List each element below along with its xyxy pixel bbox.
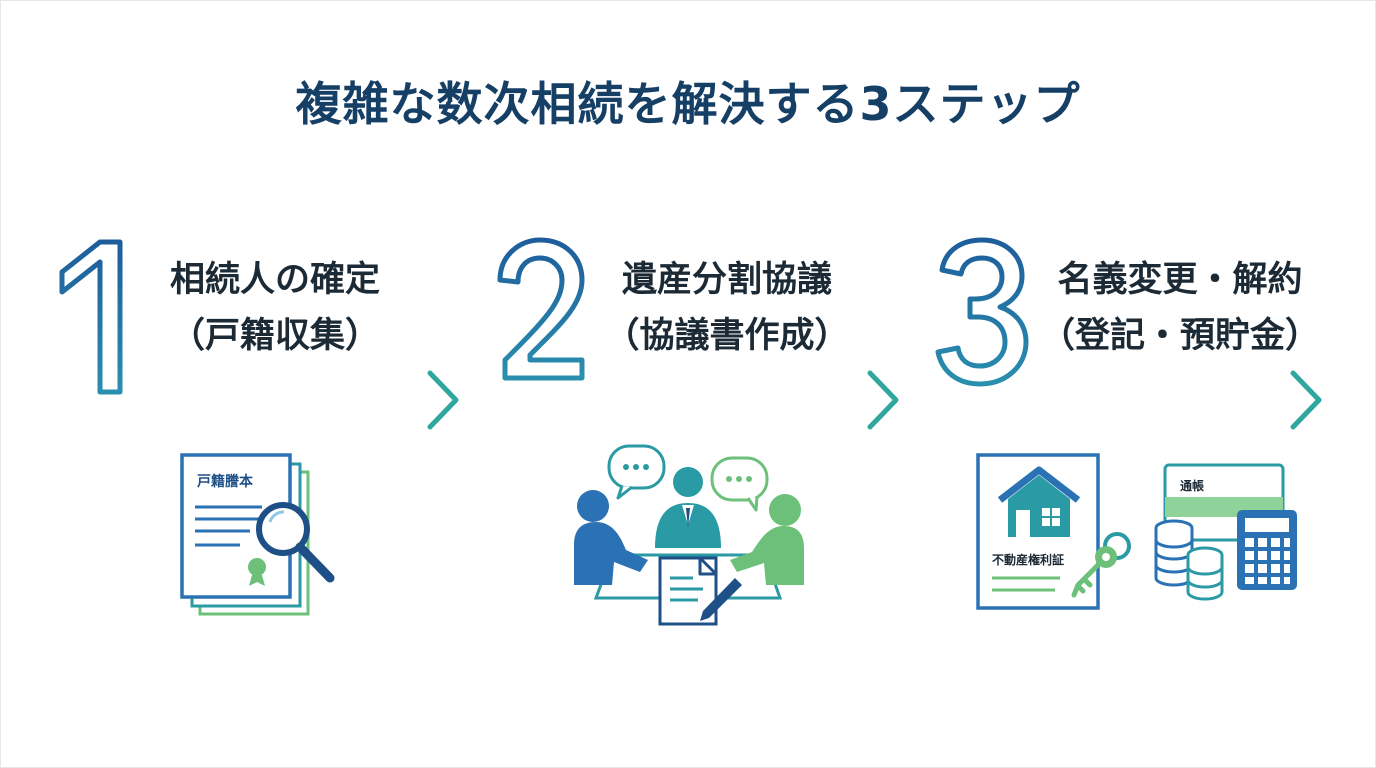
icon-1-doc-title: 戸籍謄本 [197,473,254,490]
step-2-subtitle: （協議書作成） [604,316,850,356]
family-register-search-icon: 戸籍謄本 [180,453,335,616]
step-3-title: 名義変更・解約 [1057,260,1303,300]
meeting-discussion-icon [574,444,804,626]
step-2-arrow-head [867,370,899,430]
icon-3-doc-title: 不動産権利証 [992,552,1064,567]
step-1-title: 相続人の確定 [169,260,380,300]
step-1-label: 相続人の確定 （戸籍収集） [130,252,420,364]
step-2-number-arrow [497,237,899,430]
step-3-arrow-head [1290,370,1322,430]
speech-bubble-left-icon [607,444,666,500]
icon-3-passbook-label: 通帳 [1180,478,1204,493]
step-2-label: 遺産分割協議 （協議書作成） [582,252,872,364]
page-title: 複雑な数次相続を解決する3ステップ [295,77,1081,131]
calculator-icon [1237,510,1297,590]
step-1-number-arrow [59,239,459,430]
speech-bubble-right-icon [710,456,769,512]
step-1-arrow-head [427,370,459,430]
step-3-number-outline [935,237,1029,387]
step-3-label: 名義変更・解約 （登記・預貯金） [1030,252,1330,364]
key-icon [1071,532,1131,598]
coin-stack-icon [1154,519,1224,601]
property-bank-icon: 不動産権利証 通帳 [976,453,1297,610]
step-1-subtitle: （戸籍収集） [169,316,380,356]
step-1-number-outline [59,239,123,395]
step-3-number-arrow [935,237,1322,430]
step-2-number-outline [497,237,585,381]
house-icon [997,466,1081,537]
step-2-title: 遺産分割協議 [621,260,832,300]
step-3-subtitle: （登記・預貯金） [1039,316,1320,356]
